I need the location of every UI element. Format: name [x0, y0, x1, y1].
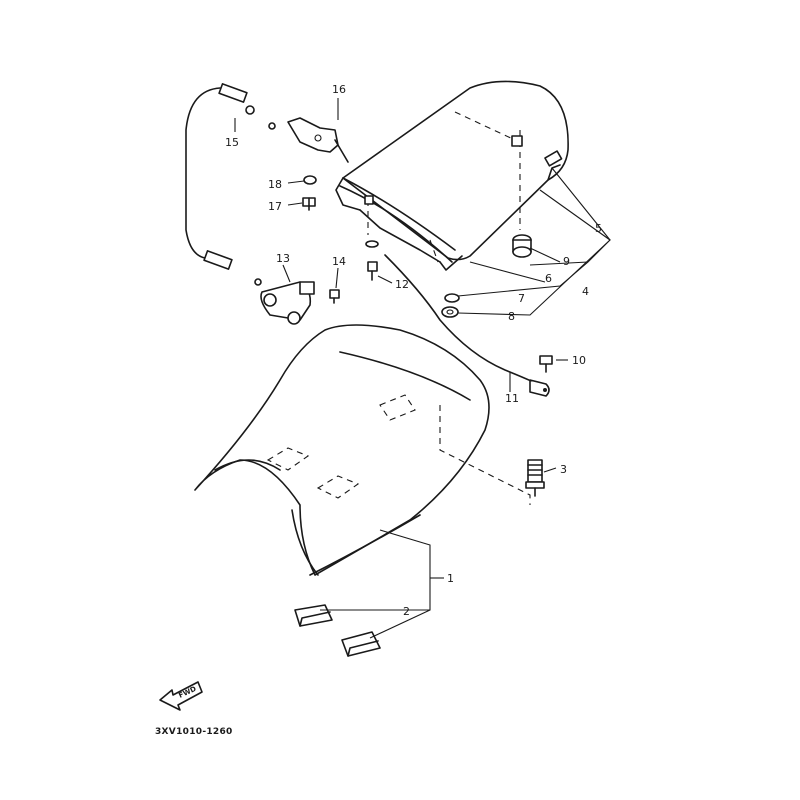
- bolt-10: [539, 355, 553, 373]
- callout-13: 13: [276, 252, 290, 265]
- bolt-3: [525, 459, 545, 497]
- callout-5: 5: [595, 222, 602, 235]
- callout-8: 8: [508, 310, 515, 323]
- nut-8: [441, 306, 459, 318]
- callout-17: 17: [268, 200, 282, 213]
- callout-7: 7: [518, 292, 525, 305]
- bolt-17: [302, 197, 316, 211]
- seat-lock-cable: [185, 83, 550, 397]
- callout-labels: 1 2 3 4 5 6 7 8 9 10 11 12 13 14 15 16 1…: [225, 83, 602, 618]
- seat-lock: [260, 281, 315, 325]
- rear-seat-assembly: [335, 80, 569, 271]
- callout-4: 4: [582, 285, 589, 298]
- callout-10: 10: [572, 354, 586, 367]
- callout-2: 2: [403, 605, 410, 618]
- diagram-code: 3XV1010-1260: [155, 727, 233, 737]
- callout-9: 9: [563, 255, 570, 268]
- washer-18: [303, 175, 317, 185]
- washer-7: [444, 293, 460, 303]
- front-seat-assembly: [194, 324, 531, 576]
- damper-9: [512, 234, 532, 258]
- callout-14: 14: [332, 255, 346, 268]
- callout-16: 16: [332, 83, 346, 96]
- forward-arrow-icon: FWD: [159, 681, 203, 711]
- pad-2a: [294, 604, 333, 627]
- callout-1: 1: [447, 572, 454, 585]
- screw-14: [329, 289, 340, 304]
- callout-12: 12: [395, 278, 409, 291]
- callout-11: 11: [505, 392, 519, 405]
- lock-bracket: [287, 117, 349, 163]
- callout-3: 3: [560, 463, 567, 476]
- screw-12: [365, 240, 379, 281]
- callout-17-alt: 18: [268, 178, 282, 191]
- leader-lines: [234, 98, 611, 639]
- callout-6: 6: [545, 272, 552, 285]
- callout-15: 15: [225, 136, 239, 149]
